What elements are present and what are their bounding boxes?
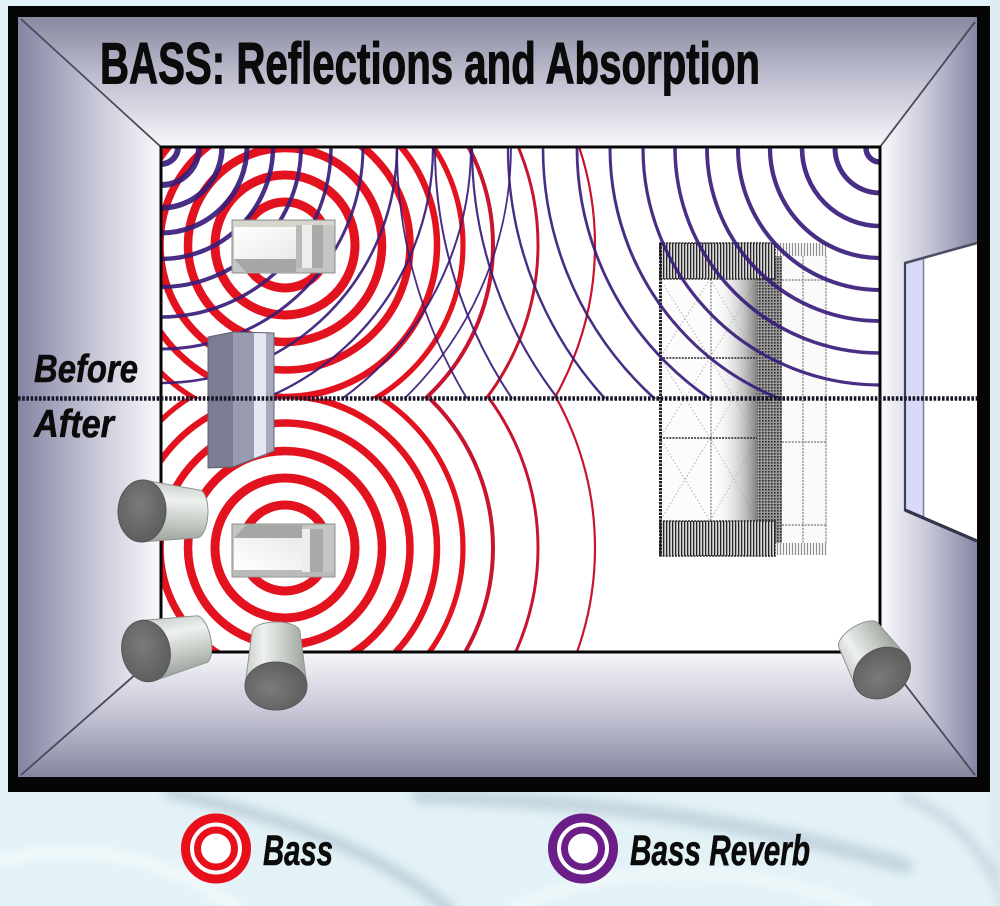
speaker-side-panel [323,225,333,268]
surround-speaker-left-upper [117,479,209,543]
sofa-backrest-lines [782,256,827,550]
bass-wave-ring [422,148,495,399]
column-highlight [254,332,266,459]
column-outline [207,331,275,469]
bass-wave-ring [162,398,466,651]
bass-reverb-double-ring-icon [548,813,618,884]
speaker-can-face [121,619,171,683]
bass-wave-ring [555,398,597,651]
ring-icon-outer [548,813,618,884]
legend-item-bass-reverb: Bass Reverb [548,813,810,884]
window-top-edge [904,241,978,265]
speaker-side-panel [302,529,310,572]
legend-label-bass: Bass [263,827,333,875]
surround-speaker-left-lower [121,615,213,683]
bass-wave-ring [183,148,387,347]
surround-speaker-rear-right [838,620,911,700]
front-speaker-after [231,523,336,578]
front-speaker-before [231,219,336,274]
speaker-side-panel [312,225,323,268]
sofa-backrest-edge [757,256,782,554]
speaker-side-panel [302,225,312,268]
speaker-top-strip [233,221,334,227]
swirl-stroke [412,788,913,874]
bass-double-ring-icon [181,813,251,884]
sofa [659,242,827,557]
bass-wave-ring [162,398,441,651]
after-label: After [33,403,115,446]
before-label: Before [34,348,138,391]
diagram-title: BASS: Reflections and Absorption [100,32,760,97]
swirl-stroke [505,867,875,906]
sofa-arm-bottom-extension [775,543,827,555]
swirl-stroke [164,786,455,906]
bass-wave-ring [484,148,540,399]
sofa-arm-bottom [660,521,775,556]
legend-item-bass: Bass [181,813,333,884]
sofa-backrest [782,256,827,550]
bass-wave-ring [210,473,360,623]
speaker-can-face [244,661,308,711]
speaker-side-panel [296,225,302,268]
speaker-bottom-strip [234,259,296,272]
bass-wave-ring [162,148,466,399]
speaker-top-strip [233,570,334,576]
bass-wave-ring [162,148,414,374]
speaker-front-face [234,227,296,259]
swirl-stroke [992,0,1000,906]
speaker-front-face [234,538,302,570]
speaker-side-panel [323,529,333,572]
bass-wave-ring [162,419,414,651]
surround-speaker-rear-left [244,621,308,711]
window-jamb [905,258,923,518]
ring-icon-inner [561,826,605,871]
speaker-can-face [117,479,167,543]
ring-icon-inner [194,826,238,871]
sofa-arm-top-extension [775,243,827,256]
speaker-side-panel [310,529,323,572]
corner-line-top-right [879,21,976,148]
bass-wave-ring [553,148,597,399]
column-right-face [266,332,274,455]
column-front-face [233,332,254,467]
speaker-bottom-strip [234,525,302,538]
legend: Bass Bass Reverb [181,813,810,884]
bass-wave-ring [487,398,540,651]
legend-label-bass-reverb: Bass Reverb [630,827,810,875]
ring-icon-outer [181,813,251,884]
swirl-stroke [0,845,246,906]
window [903,241,978,543]
wall-top [18,17,977,147]
speaker-can-face [853,646,911,700]
corner-line-top-left [20,18,162,148]
window-sill [904,508,978,543]
bass-wave-ring [426,398,495,651]
